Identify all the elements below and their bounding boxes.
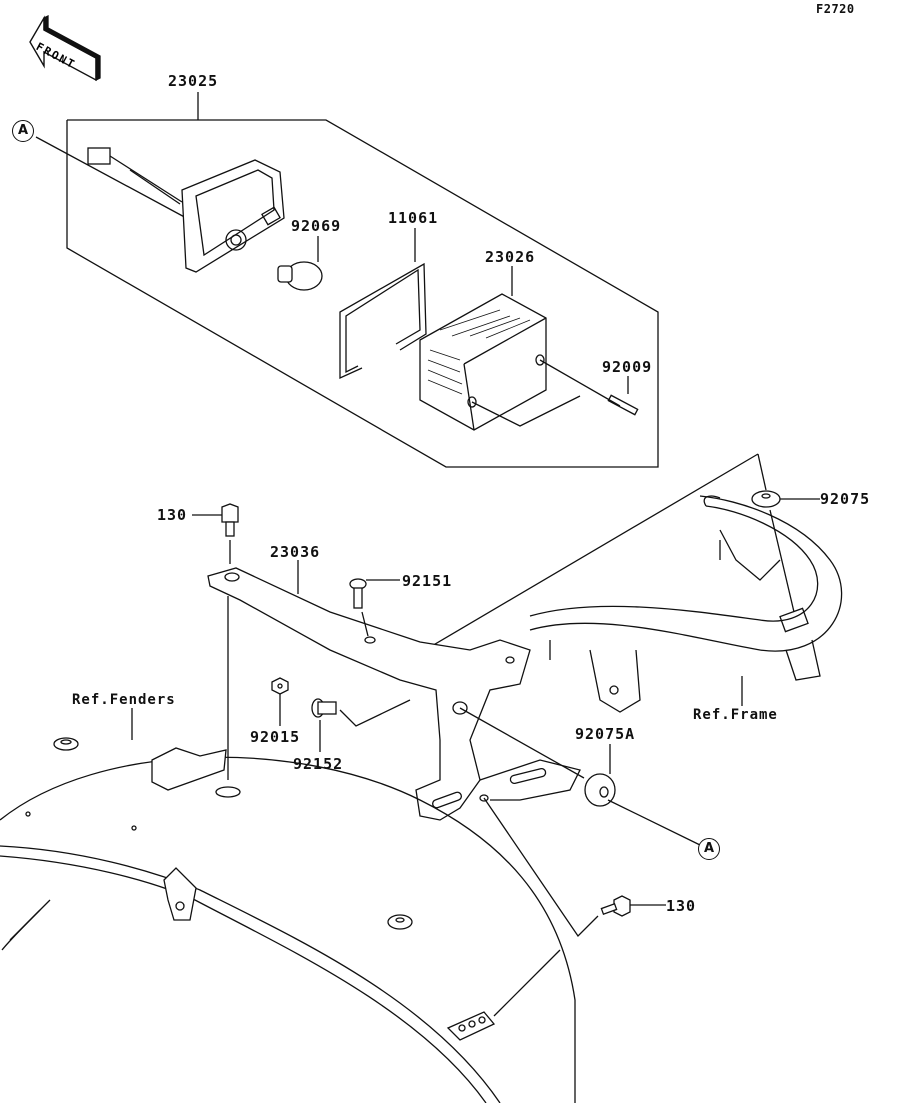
bolt-130-bottom-drawing (483, 797, 666, 938)
part-label-92015[interactable]: 92015 (250, 728, 301, 746)
grommet-92075-drawing (751, 490, 820, 613)
reference-fenders: Ref.Fenders (72, 692, 176, 708)
reference-frame: Ref.Frame (693, 707, 778, 723)
collar-92152-drawing (311, 698, 411, 752)
part-label-23026[interactable]: 23026 (485, 248, 536, 266)
part-label-130-bottom[interactable]: 130 (666, 897, 697, 915)
part-label-92009[interactable]: 92009 (602, 358, 653, 376)
sheet-id: F2720 (816, 2, 855, 16)
nut-92015-drawing (271, 677, 289, 726)
part-label-130-top[interactable]: 130 (157, 506, 188, 524)
gasket-11061-drawing (339, 228, 427, 380)
screw-92151-drawing (349, 578, 400, 637)
bolt-130-top-drawing (192, 503, 239, 780)
bracket-23036-drawing (207, 560, 581, 821)
part-label-92069[interactable]: 92069 (291, 217, 342, 235)
callout-a-top: A (12, 120, 34, 142)
grommet-92075A-drawing (459, 707, 701, 846)
callout-a-bottom: A (698, 838, 720, 860)
part-label-92151[interactable]: 92151 (402, 572, 453, 590)
part-label-23036[interactable]: 23036 (270, 543, 321, 561)
assembly-23025-outline (66, 92, 659, 468)
part-label-23025[interactable]: 23025 (168, 72, 219, 90)
front-arrow-icon (29, 14, 101, 82)
screw-92009-drawing (471, 359, 639, 427)
frame-drawing (529, 495, 843, 713)
part-label-92152[interactable]: 92152 (293, 755, 344, 773)
taillight-base-drawing (87, 147, 285, 273)
lens-23026-drawing (419, 266, 547, 431)
part-label-92075[interactable]: 92075 (820, 490, 871, 508)
fender-drawing (0, 708, 576, 1103)
part-label-92075A[interactable]: 92075A (575, 725, 636, 743)
part-label-11061[interactable]: 11061 (388, 209, 439, 227)
bulb-92069-drawing (277, 236, 323, 291)
